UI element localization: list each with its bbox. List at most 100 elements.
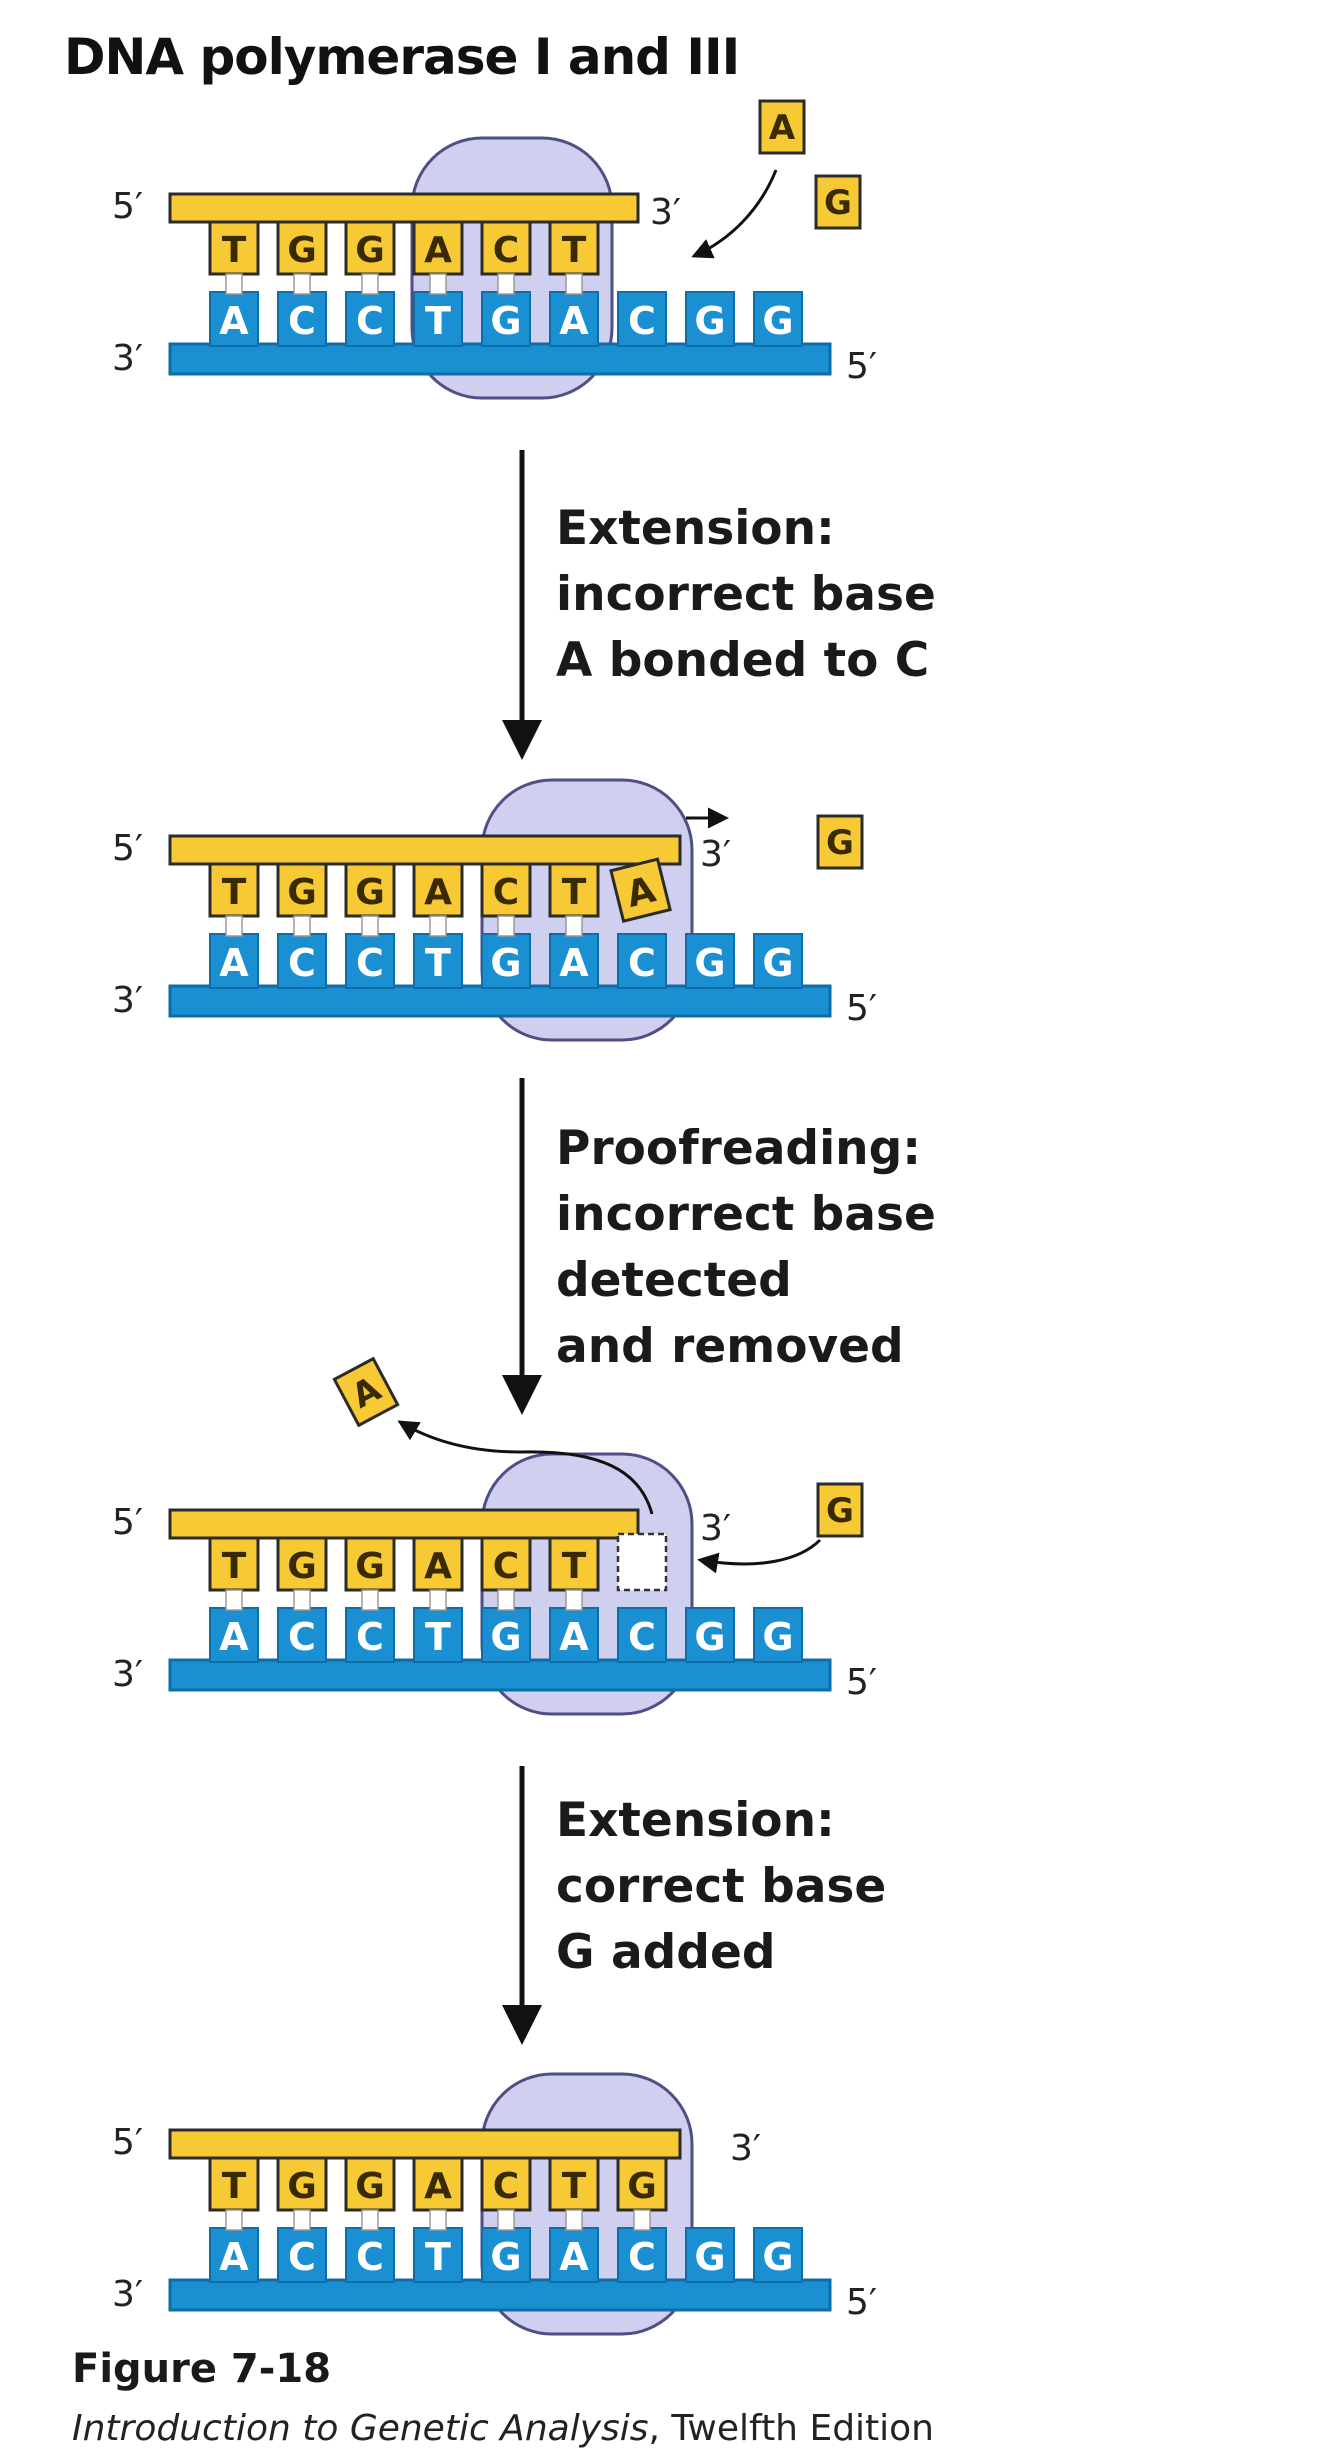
base-pair-bond [361,915,379,937]
template-base-letter: C [288,941,316,985]
template-strand-backbone [168,342,832,376]
new-strand-base: A [412,862,464,918]
new-base-tile [344,2156,396,2212]
template-base-tile [685,933,735,989]
three-prime-label-new-strand: 3′ [700,834,731,875]
base-pair-bond [429,1589,447,1611]
new-base-letter: T [562,230,587,271]
template-base-tile [345,291,395,347]
step-caption-line: A bonded to C [556,633,930,688]
template-base-letter: G [694,2235,725,2279]
new-strand-base: G [344,2156,396,2212]
template-base-tile [685,2227,735,2283]
new-strand-base: C [480,220,532,276]
new-strand-base: G [344,220,396,276]
new-base-tile [208,1536,260,1592]
new-strand-base: G [276,1536,328,1592]
template-base-letter: C [628,299,656,343]
template-base-tile [345,1607,395,1663]
new-base-letter: G [287,2166,317,2207]
new-base-tile [344,1536,396,1592]
template-base-letter: G [762,1615,793,1659]
new-base-tile [276,2156,328,2212]
new-strand-backbone [168,834,682,866]
free-nucleotide-box [758,99,806,155]
template-base-letter: T [425,299,451,343]
template-base-letter: G [490,299,521,343]
mismatched-base: A [609,857,672,924]
new-base-tile [412,862,464,918]
new-base-tile [480,1536,532,1592]
step-caption-extension-correct: Extension: correct base G added [556,1788,886,1986]
three-prime-label-template: 3′ [112,338,143,379]
diagram-title: DNA polymerase I and III [64,28,740,86]
new-strand-base: T [548,220,600,276]
template-base-letter: C [628,941,656,985]
new-base-letter: A [424,872,452,913]
new-base-letter: T [562,2166,587,2207]
base-pair-bond [429,273,447,295]
new-base-tile [548,862,600,918]
new-strand-base: A [412,220,464,276]
figure-source: Introduction to Genetic Analysis, Twelft… [72,2408,934,2449]
new-base-letter: T [562,872,587,913]
new-base-letter: G [627,2166,657,2207]
base-pair-bond [429,2209,447,2231]
new-strand-base: C [480,862,532,918]
base-pair-bond [497,915,515,937]
three-prime-label-new-strand: 3′ [650,192,681,233]
base-pair-bond [565,2209,583,2231]
new-base-tile [344,220,396,276]
new-strand-backbone [168,1508,640,1540]
three-prime-label-template: 3′ [112,1654,143,1695]
new-base-letter: G [355,230,385,271]
new-base-tile [412,1536,464,1592]
new-base-letter: C [493,872,519,913]
new-base-letter: T [222,230,247,271]
empty-base-site [616,1532,668,1592]
free-nucleotide-g: G [816,1482,864,1538]
new-strand-base: T [548,1536,600,1592]
template-base-letter: G [490,941,521,985]
new-base-letter: G [287,872,317,913]
template-base-letter: C [628,1615,656,1659]
step-caption-line: G added [556,1925,776,1980]
base-pair-bond [497,2209,515,2231]
five-prime-label-new-strand: 5′ [112,186,143,227]
template-base-tile [685,1607,735,1663]
new-strand-backbone [168,192,640,224]
template-base-letter: G [490,1615,521,1659]
free-nucleotide-box [332,1356,400,1428]
new-strand-backbone [168,2128,682,2160]
five-prime-label-new-strand: 5′ [112,1502,143,1543]
base-pair-bond [429,915,447,937]
template-base-letter: T [425,941,451,985]
template-base-letter: C [288,1615,316,1659]
template-base-letter: A [559,941,589,985]
five-prime-label-template: 5′ [846,988,877,1029]
new-strand-base: G [344,1536,396,1592]
free-nucleotide-box [816,814,864,870]
step-caption-line: incorrect base [556,1187,936,1242]
new-base-letter: T [222,1546,247,1587]
new-base-letter: T [222,872,247,913]
new-strand-base: T [208,1536,260,1592]
template-base-tile [685,291,735,347]
new-strand-base: T [548,2156,600,2212]
new-base-letter: G [355,872,385,913]
template-base-tile [209,1607,259,1663]
new-base-letter: G [355,2166,385,2207]
template-base-tile [209,2227,259,2283]
template-base-tile [413,2227,463,2283]
template-base-letter: G [762,941,793,985]
template-base-tile [413,291,463,347]
base-pair-bond [565,1589,583,1611]
new-base-tile [480,2156,532,2212]
template-base-letter: A [559,1615,589,1659]
step-caption-line: incorrect base [556,567,936,622]
new-strand-base: A [412,1536,464,1592]
template-base-tile [549,291,599,347]
template-base-letter: T [425,1615,451,1659]
template-base-letter: C [356,1615,384,1659]
